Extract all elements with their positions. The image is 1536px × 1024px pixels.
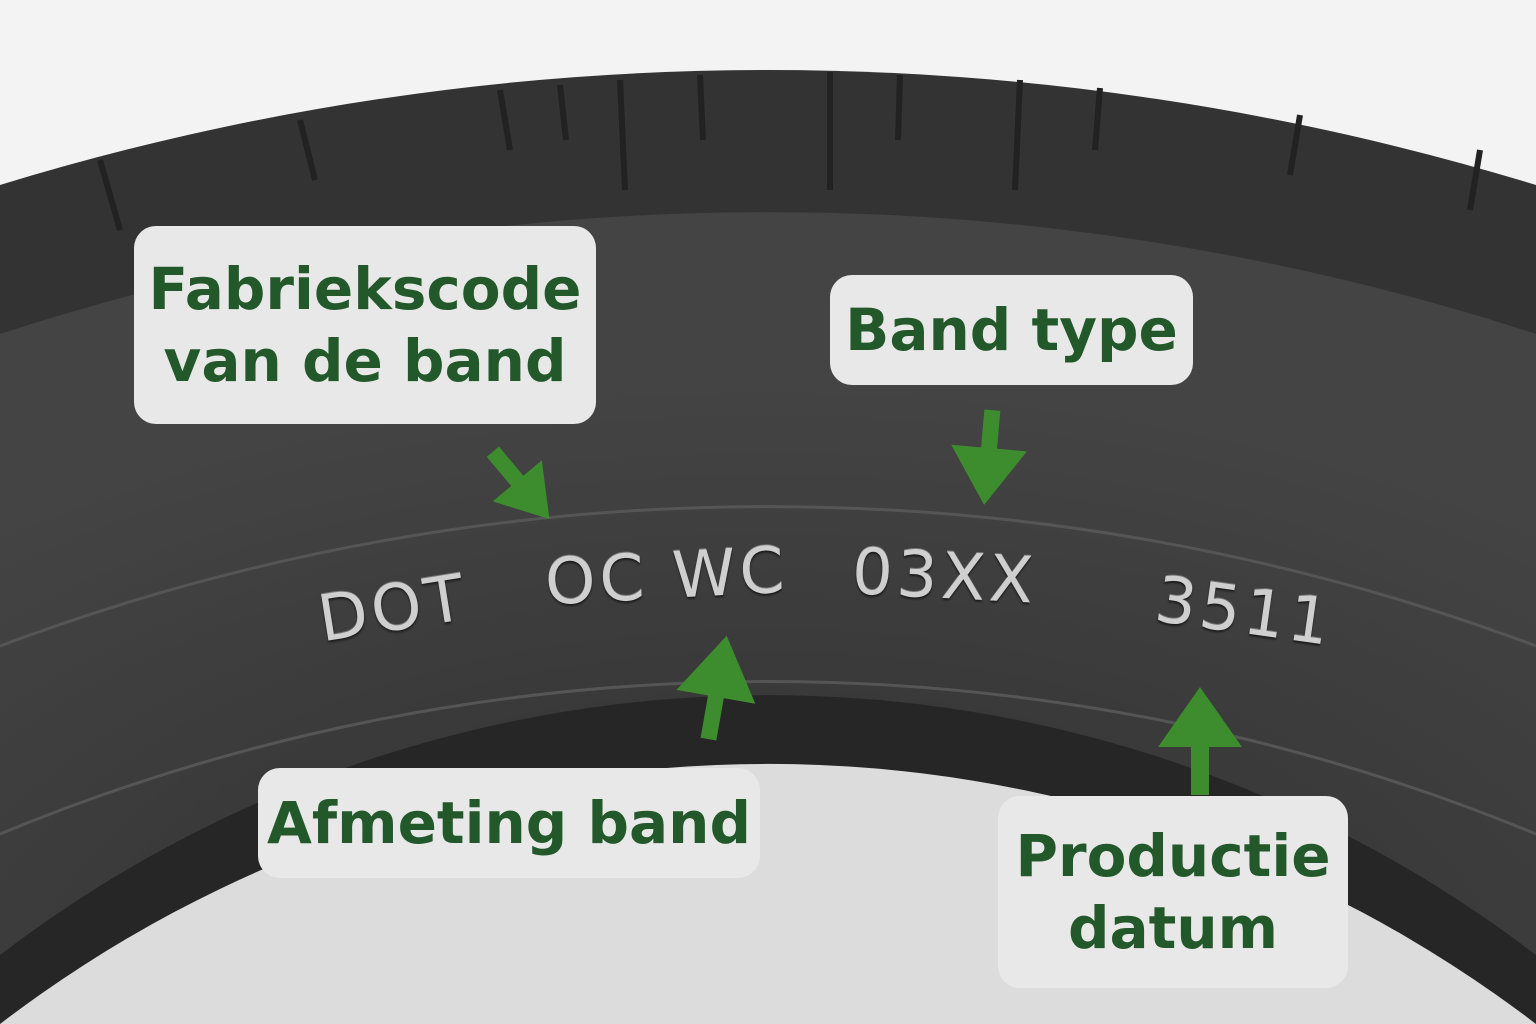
arrow-tire-size xyxy=(676,635,756,741)
label-production-date-line1: Productie xyxy=(1015,821,1331,890)
label-production-date: Productie datum xyxy=(998,796,1348,988)
label-tire-size: Afmeting band xyxy=(258,768,760,878)
tread-blocks xyxy=(97,72,1483,231)
arrow-factory-code xyxy=(486,446,550,520)
label-factory-code-line2: van de band xyxy=(163,327,567,395)
arrows xyxy=(486,409,1242,795)
label-factory-code-line1: Fabriekscode xyxy=(148,254,582,323)
arrow-tire-type xyxy=(951,409,1027,505)
sidewall-groove xyxy=(0,505,1536,648)
label-tire-type: Band type xyxy=(830,275,1193,385)
label-production-date-line2: datum xyxy=(1067,894,1279,962)
label-factory-code: Fabriekscode van de band xyxy=(134,226,596,424)
label-tire-type-text: Band type xyxy=(845,295,1178,364)
arrow-production-date xyxy=(1158,687,1242,795)
label-tire-size-text: Afmeting band xyxy=(267,788,751,857)
sidewall-groove xyxy=(0,680,1536,836)
code-type: 03XX xyxy=(850,535,1039,619)
code-factory: OC WC xyxy=(543,533,791,621)
